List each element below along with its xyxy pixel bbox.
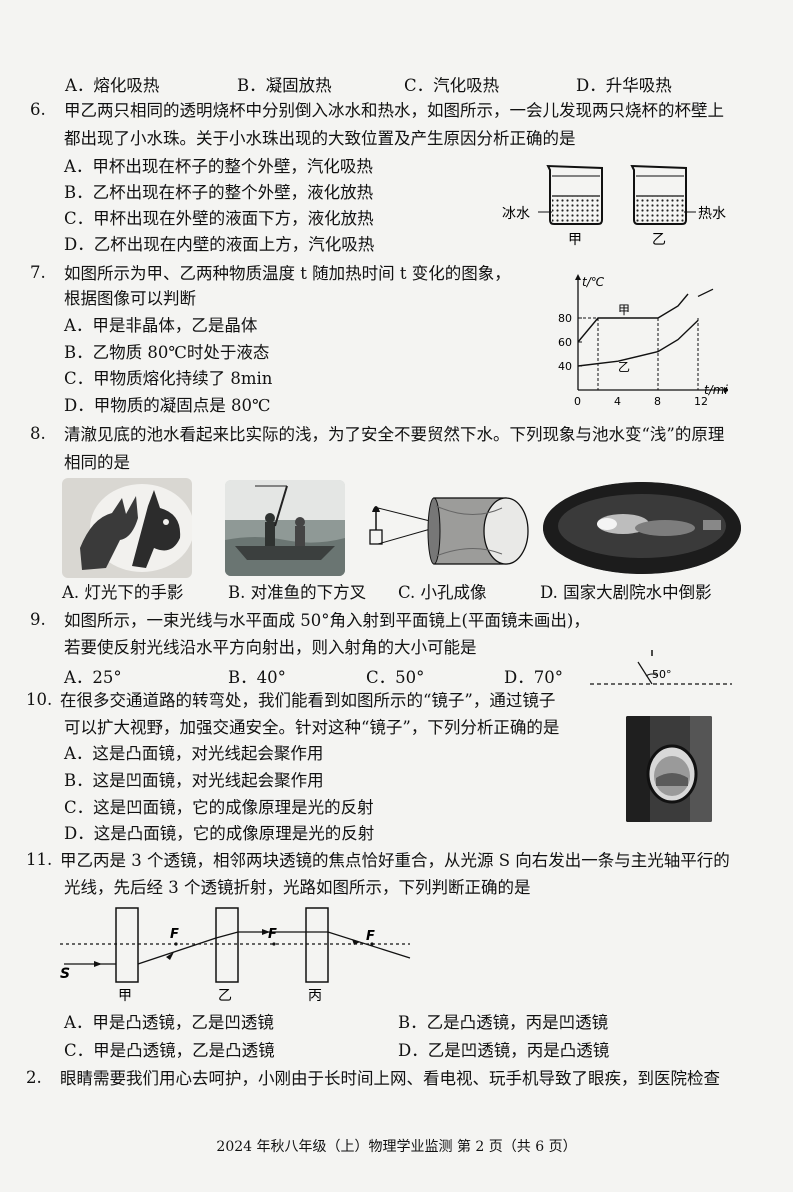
q7-option-a: A．甲是非晶体，乙是晶体 [64,316,258,335]
pinhole-camera-diagram [362,482,534,576]
x-tick-label: 0 [574,395,581,408]
q8-number: 8. [30,424,46,443]
page-footer: 2024 年秋八年级（上）物理学业监测 第 2 页（共 6 页） [216,1139,577,1155]
q12-stem: 眼睛需要我们用心去呵护，小刚由于长时间上网、看电视、玩手机导致了眼疾，到医院检查 [60,1069,720,1088]
q7-number: 7. [30,263,46,282]
q9-stem-line2: 若要使反射光线沿水平方向射出，则入射角的大小可能是 [64,638,477,657]
q6-option-c: C．甲杯出现在外壁的液面下方，液化放热 [64,209,374,228]
q8-stem-line1: 清澈见底的池水看起来比实际的浅，为了安全不要贸然下水。下列现象与池水变“浅”的原… [64,425,725,444]
q9-option-b: B．40° [228,668,286,687]
series-yi-label: 乙 [618,360,630,374]
q6-beaker-figure: 冰水 热水 甲 乙 [500,158,740,258]
q11-option-d: D．乙是凹透镜，丙是凸透镜 [398,1041,610,1060]
q11-lens-diagram: S F F F 甲 乙 丙 [56,900,426,1006]
q6-option-b: B．乙杯出现在杯子的整个外壁，液化放热 [64,183,374,202]
q10-stem-line1: 在很多交通道路的转弯处，我们能看到如图所示的“镜子”，通过镜子 [60,691,556,710]
q5-option-a: A．熔化吸热 [65,76,160,95]
hand-shadow-photo [62,478,192,578]
q7-option-b: B．乙物质 80℃时处于液态 [64,343,270,362]
x-tick-label: 12 [694,395,708,408]
q10-option-d: D．这是凸面镜，它的成像原理是光的反射 [64,824,375,843]
q6-stem-line1: 甲乙两只相同的透明烧杯中分别倒入冰水和热水，如图所示，一会儿发现两只烧杯的杯壁上 [64,101,724,120]
q9-option-c: C．50° [366,668,425,687]
q8-caption-a: A. 灯光下的手影 [62,583,184,602]
q7-option-c: C．甲物质熔化持续了 8min [64,369,273,388]
y-axis-arrow [575,274,581,280]
q6-number: 6. [30,100,46,119]
x-tick-label: 8 [654,395,661,408]
q10-option-c: C．这是凹面镜，它的成像原理是光的反射 [64,798,374,817]
q10-number: 10. [26,690,53,709]
q10-option-b: B．这是凹面镜，对光线起会聚作用 [64,771,324,790]
q7-stem-line2: 根据图像可以判断 [64,289,196,308]
q6-stem-line2: 都出现了小水珠。关于小水珠出现的大致位置及产生原因分析正确的是 [64,129,576,148]
q7-temperature-chart: t/℃ t/min 40 60 80 0 4 8 12 甲乙 [548,272,735,408]
x-axis-arrow [724,387,730,393]
q11-option-c: C．甲是凸透镜，乙是凸透镜 [64,1041,275,1060]
q5-option-c: C．汽化吸热 [404,76,500,95]
convex-mirror-photo [626,716,712,822]
y-tick-label: 40 [558,360,572,373]
q11-stem-line1: 甲乙丙是 3 个透镜，相邻两块透镜的焦点恰好重合，从光源 S 向右发出一条与主光… [60,851,730,870]
q9-angle-label: 50° [652,668,672,681]
y-tick-label: 80 [558,312,572,325]
series-jia-extension [697,288,714,297]
beaker-jia [546,164,603,225]
national-theater-photo [543,482,741,574]
focus-f-2: F [268,927,277,942]
label-cup-yi: 乙 [652,232,666,248]
series-yi-line [577,319,699,367]
beaker-yi [630,164,687,225]
q5-option-d: D．升华吸热 [576,76,672,95]
q7-stem-line1: 如图所示为甲、乙两种物质温度 t 随加热时间 t 变化的图象， [64,264,511,283]
q11-option-b: B．乙是凸透镜，丙是凹透镜 [398,1013,609,1032]
focus-f-3: F [366,929,375,944]
q9-stem-line1: 如图所示，一束光线与水平面成 50°角入射到平面镜上(平面镜未画出)， [64,611,590,630]
q8-caption-c: C. 小孔成像 [398,583,487,602]
x-axis-label: t/min [704,383,728,397]
q9-number: 9. [30,610,46,629]
q9-light-figure: 50° [586,646,736,692]
q12-number: 2. [26,1068,42,1087]
q10-option-a: A．这是凸面镜，对光线起会聚作用 [64,744,324,763]
q8-caption-d: D. 国家大剧院水中倒影 [540,583,712,602]
lens-label-yi: 乙 [218,988,232,1004]
q11-option-a: A．甲是凸透镜，乙是凹透镜 [64,1013,274,1032]
lens-label-jia: 甲 [118,988,132,1004]
q8-stem-line2: 相同的是 [64,453,130,472]
q5-option-b: B．凝固放热 [237,76,332,95]
lens-label-bing: 丙 [308,988,322,1004]
q10-stem-line2: 可以扩大视野，加强交通安全。针对这种“镜子”，下列分析正确的是 [64,718,560,737]
q11-number: 11. [26,850,53,869]
q6-option-d: D．乙杯出现在内壁的液面上方，汽化吸热 [64,235,375,254]
light-source-s: S [60,966,70,982]
q8-caption-b: B. 对准鱼的下方叉 [228,583,367,602]
y-axis-label: t/℃ [582,275,605,289]
focus-f-1: F [170,927,179,942]
q11-stem-line2: 光线，先后经 3 个透镜折射，光路如图所示，下列判断正确的是 [64,878,531,897]
series-jia-label: 甲 [618,303,630,317]
q6-option-a: A．甲杯出现在杯子的整个外壁，汽化吸热 [64,157,373,176]
x-tick-label: 4 [614,395,621,408]
label-ice-water: 冰水 [502,206,530,222]
label-cup-jia: 甲 [568,232,582,248]
q9-option-a: A．25° [64,668,122,687]
y-tick-label: 60 [558,336,572,349]
q7-option-d: D．甲物质的凝固点是 80℃ [64,396,271,415]
label-hot-water: 热水 [698,206,726,222]
spear-fish-photo [225,480,345,576]
q9-option-d: D．70° [504,668,563,687]
series-jia-line [577,293,689,343]
